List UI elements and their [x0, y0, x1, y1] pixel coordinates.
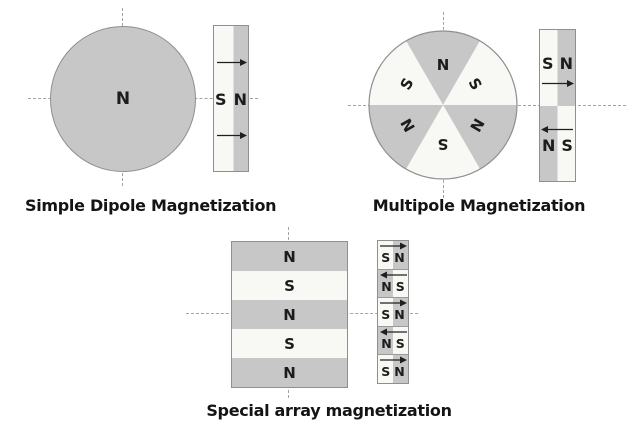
stripe-label: N: [283, 305, 296, 324]
array-cell: N S: [378, 268, 408, 298]
arrow-left-icon: [541, 126, 573, 133]
cell-labels: N S: [381, 336, 404, 351]
cell-labels: S N: [381, 307, 404, 322]
array-stripe: N: [232, 300, 347, 329]
cell-labels: N S: [381, 279, 404, 294]
cell-n-label: N: [381, 278, 392, 294]
array-magnet-block: N S N S N: [231, 241, 348, 388]
sector-label-bottom: S: [438, 135, 449, 153]
multipole-circle-outline: [368, 30, 518, 180]
cell-n-label: N: [394, 364, 405, 380]
stripe-label: S: [284, 334, 295, 353]
stripe-label: S: [284, 276, 295, 295]
dipole-bar-n-label: N: [233, 90, 247, 109]
array-cell: S N: [378, 241, 408, 269]
multipole-circle: N S N S N S: [368, 30, 518, 180]
array-caption: Special array magnetization: [206, 401, 452, 420]
multipole-bar-bottom-half: [540, 106, 575, 181]
cell-s-label: S: [381, 307, 391, 323]
multipole-bar-top-half: [540, 30, 575, 106]
multipole-bottom-n-label: N: [542, 136, 556, 155]
array-stripe: N: [232, 242, 347, 271]
cell-n-label: N: [381, 335, 392, 351]
arrow-left-icon: [379, 328, 407, 336]
stripe-label: N: [283, 363, 296, 382]
multipole-top-s-label: S: [542, 54, 554, 73]
cell-s-label: S: [395, 335, 405, 351]
arrow-left-icon: [379, 271, 407, 279]
arrow-right-icon: [379, 299, 407, 307]
array-cell: N S: [378, 325, 408, 355]
sector-bottom: [406, 105, 480, 180]
dipole-side-bar: S N: [213, 25, 249, 172]
cell-s-label: S: [381, 250, 391, 265]
array-side-bar: S N N S S N: [377, 240, 409, 384]
sector-label-top: N: [437, 56, 450, 74]
array-stripe: S: [232, 271, 347, 300]
cell-labels: S N: [381, 250, 404, 265]
dipole-circle-label: N: [115, 89, 131, 109]
multipole-caption: Multipole Magnetization: [372, 196, 586, 215]
multipole-bottom-s-label: S: [561, 136, 573, 155]
arrow-right-icon: [217, 59, 247, 66]
multipole-side-bar: S N N S: [539, 29, 576, 182]
array-stripe: N: [232, 358, 347, 387]
multipole-bar-bottom-labels: N S: [540, 136, 575, 155]
dipole-bar-s-label: S: [215, 90, 227, 109]
array-cell: S N: [378, 354, 408, 383]
arrow-right-icon: [542, 80, 574, 87]
cell-n-label: N: [394, 250, 405, 265]
arrow-right-icon: [379, 356, 407, 364]
dipole-bar-labels: S N: [214, 90, 248, 109]
cell-n-label: N: [394, 307, 405, 323]
dipole-caption: Simple Dipole Magnetization: [25, 196, 277, 215]
cell-s-label: S: [381, 364, 391, 380]
multipole-top-n-label: N: [559, 54, 573, 73]
sector-top: [406, 30, 480, 106]
arrow-right-icon: [379, 242, 407, 250]
stripe-label: N: [283, 247, 296, 266]
array-stripe: S: [232, 329, 347, 358]
array-cell: S N: [378, 297, 408, 326]
arrow-right-icon: [217, 132, 247, 139]
multipole-bar-top-labels: S N: [540, 54, 575, 73]
dipole-circle: N: [50, 26, 196, 172]
cell-labels: S N: [381, 364, 404, 379]
cell-s-label: S: [395, 278, 405, 294]
